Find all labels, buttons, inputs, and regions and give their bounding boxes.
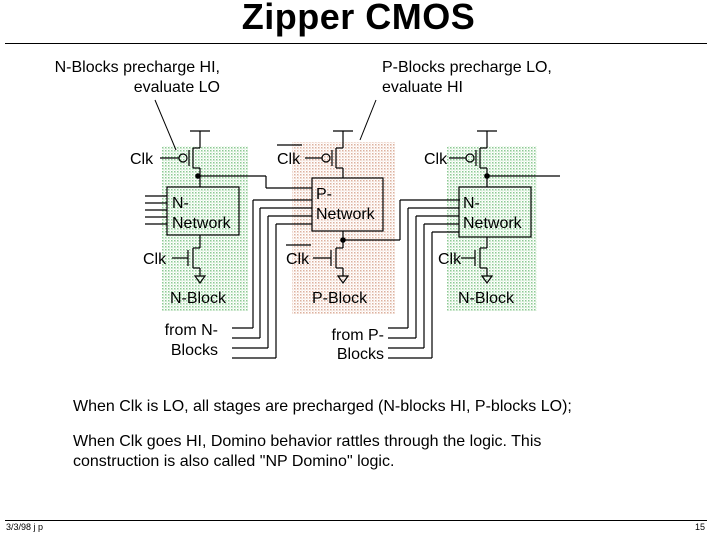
from-p-blocks-label-line2: Blocks xyxy=(337,346,384,363)
p-annotation-leader xyxy=(359,99,377,141)
caption-domino-line1: When Clk goes HI, Domino behavior rattle… xyxy=(73,433,542,450)
caption-domino: When Clk goes HI, Domino behavior rattle… xyxy=(73,432,693,472)
n-block-1 xyxy=(145,130,312,285)
from-n-blocks-label-line2: Blocks xyxy=(171,342,218,359)
n-network-1-label-line2: Network xyxy=(172,215,232,232)
junction-dot-n1 xyxy=(195,173,201,179)
clk-label-n1-top: Clk xyxy=(130,151,154,168)
junction-dot-p xyxy=(340,237,346,243)
n-network-1-box xyxy=(166,186,240,236)
n-blocks-annotation-line1: N-Blocks precharge HI, xyxy=(54,59,220,76)
n-blocks-annotation: N-Blocks precharge HI, evaluate LO xyxy=(30,58,220,98)
n-network-1-label-line1: N- xyxy=(172,195,189,212)
p-network-box xyxy=(311,177,384,232)
p-network-label-line1: P- xyxy=(316,186,332,203)
p-block xyxy=(232,130,460,359)
junction-dot-n2 xyxy=(484,173,490,179)
n-blocks-annotation-line2: evaluate LO xyxy=(133,79,220,96)
n-block-2 xyxy=(388,130,560,359)
p-block-shade xyxy=(292,142,395,314)
from-p-blocks-label-line1: from P- xyxy=(332,327,384,344)
caption-domino-line2: construction is also called "NP Domino" … xyxy=(73,453,395,470)
clk-bar-label-top: Clk xyxy=(277,151,301,168)
p-block-label: P-Block xyxy=(312,290,368,307)
n-network-2-box xyxy=(458,186,532,238)
p-blocks-annotation-line2: evaluate HI xyxy=(382,79,463,96)
caption-precharge: When Clk is LO, all stages are precharge… xyxy=(73,398,572,415)
footer-date: 3/3/98 j p xyxy=(6,522,44,532)
n-block-1-label: N-Block xyxy=(170,290,227,307)
footer-divider xyxy=(5,520,707,521)
clk-label-n1-bottom: Clk xyxy=(143,251,167,268)
n-block-2-label: N-Block xyxy=(458,290,515,307)
n-block-1-shade xyxy=(162,146,248,311)
slide-title: Zipper CMOS xyxy=(241,0,476,37)
clk-bar-label-bottom: Clk xyxy=(286,251,310,268)
page-number: 15 xyxy=(694,522,705,532)
from-n-blocks-label-line1: from N- xyxy=(165,322,218,339)
n-network-2-label-line1: N- xyxy=(463,195,480,212)
p-blocks-annotation-line1: P-Blocks precharge LO, xyxy=(382,59,552,76)
title-divider xyxy=(5,43,707,44)
clk-label-n2-bottom: Clk xyxy=(438,251,462,268)
n-block-2-shade xyxy=(447,146,537,311)
n-network-2-label-line2: Network xyxy=(463,215,523,232)
clk-label-n2-top: Clk xyxy=(424,151,448,168)
p-network-label-line2: Network xyxy=(316,206,376,223)
n-annotation-leader xyxy=(154,99,177,151)
p-blocks-annotation: P-Blocks precharge LO, evaluate HI xyxy=(382,58,612,98)
